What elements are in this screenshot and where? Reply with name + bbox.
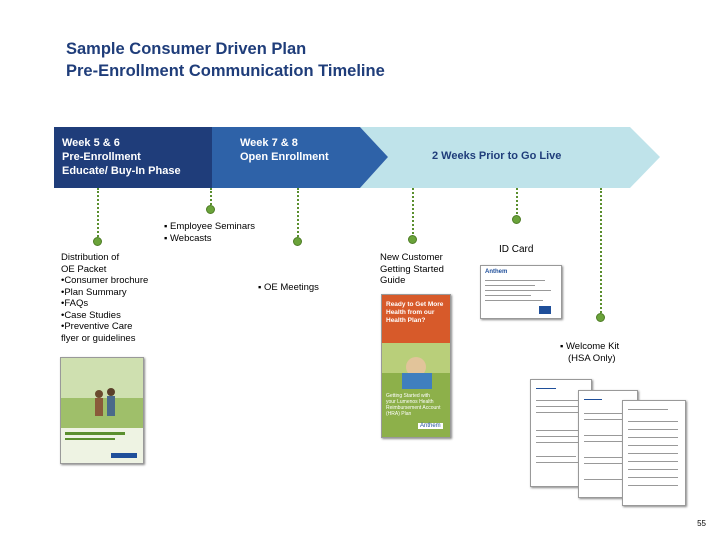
brochure-photo xyxy=(61,358,143,463)
connector-dot-seminars xyxy=(206,205,215,214)
connector-dot-welcome-kit xyxy=(596,313,605,322)
connector-distribution xyxy=(97,188,99,240)
guide-subtitle: Getting Started with your Lumenos Health… xyxy=(386,393,440,417)
phase-3-label: 2 Weeks Prior to Go Live xyxy=(432,149,561,163)
guide-brand: Anthem xyxy=(418,423,443,429)
guide-headline: Ready to Get More Health from our Health… xyxy=(386,301,443,325)
seminars-list: ▪ Employee Seminars ▪ Webcasts xyxy=(164,221,255,244)
connector-id-card xyxy=(516,188,518,218)
welcome-kit-doc-3 xyxy=(622,400,686,506)
welcome-kit-label: ▪ Welcome Kit (HSA Only) xyxy=(560,341,619,364)
oe-meetings-label: ▪ OE Meetings xyxy=(258,282,319,294)
id-card-image: Anthem xyxy=(480,265,562,319)
connector-new-customer xyxy=(412,188,414,238)
connector-oe-meetings xyxy=(297,188,299,240)
new-customer-label: New Customer Getting Started Guide xyxy=(380,252,444,287)
connector-dot-oe-meetings xyxy=(293,237,302,246)
connector-dot-distribution xyxy=(93,237,102,246)
id-card-brand: Anthem xyxy=(485,269,507,275)
consumer-brochure-image xyxy=(60,357,144,464)
connector-welcome-kit xyxy=(600,188,602,316)
connector-dot-id-card xyxy=(512,215,521,224)
phase-1-label: Week 5 & 6 Pre-Enrollment Educate/ Buy-I… xyxy=(62,136,181,178)
page-number: 55 xyxy=(697,519,706,528)
phase-2-label: Week 7 & 8 Open Enrollment xyxy=(240,136,329,164)
getting-started-guide-image: Ready to Get More Health from our Health… xyxy=(381,294,451,438)
distribution-list: Distribution of OE Packet •Consumer broc… xyxy=(61,252,148,344)
id-card-label: ID Card xyxy=(499,244,533,256)
connector-dot-new-customer xyxy=(408,235,417,244)
